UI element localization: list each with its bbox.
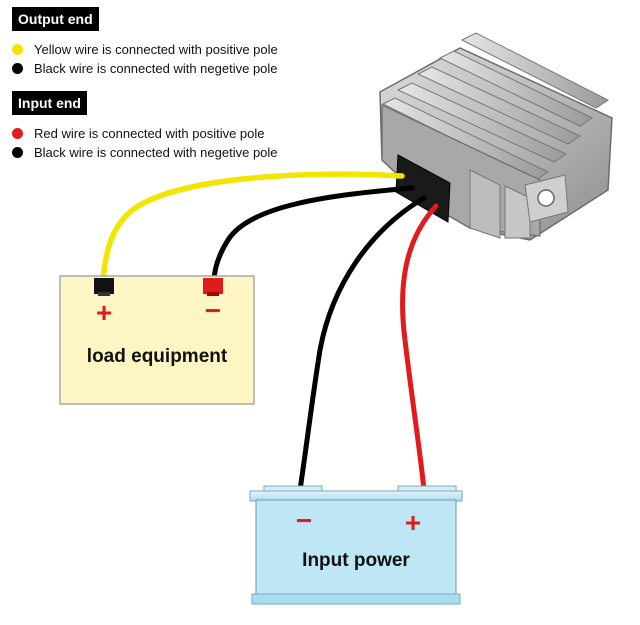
input-power-label: Input power [302, 550, 410, 571]
mounting-hole-icon [537, 189, 555, 207]
load-positive-terminal [94, 278, 114, 294]
output-end-title: Output end [12, 7, 99, 31]
legend-text: Black wire is connected with negetive po… [34, 145, 278, 160]
legend-text: Red wire is connected with positive pole [34, 126, 265, 141]
legend-item-black-input: Black wire is connected with negetive po… [12, 145, 278, 160]
legend-text: Yellow wire is connected with positive p… [34, 42, 278, 57]
yellow-dot-icon [12, 44, 23, 55]
load-minus-sign: − [205, 295, 221, 326]
load-equipment-box: + − load equipment [59, 275, 255, 405]
converter-module [379, 32, 613, 241]
load-equipment-label: load equipment [87, 346, 228, 367]
black-wire-input [297, 195, 427, 493]
heatsink-fins [381, 32, 609, 181]
power-minus-sign: − [296, 505, 312, 536]
black-dot-icon [12, 63, 23, 74]
black-wire-output [211, 185, 415, 285]
power-plus-sign: + [405, 507, 421, 538]
red-wire [400, 203, 439, 493]
yellow-wire [100, 171, 405, 285]
black-dot-icon [12, 147, 23, 158]
red-dot-icon [12, 128, 23, 139]
legend-item-red: Red wire is connected with positive pole [12, 126, 265, 141]
legend-item-black-output: Black wire is connected with negetive po… [12, 61, 278, 76]
load-negative-terminal [203, 278, 223, 294]
wires [100, 171, 439, 493]
legend-item-yellow: Yellow wire is connected with positive p… [12, 42, 278, 57]
legend-text: Black wire is connected with negetive po… [34, 61, 278, 76]
load-plus-sign: + [96, 297, 112, 328]
input-power-box: − + Input power [249, 485, 463, 605]
input-end-title: Input end [12, 91, 87, 115]
